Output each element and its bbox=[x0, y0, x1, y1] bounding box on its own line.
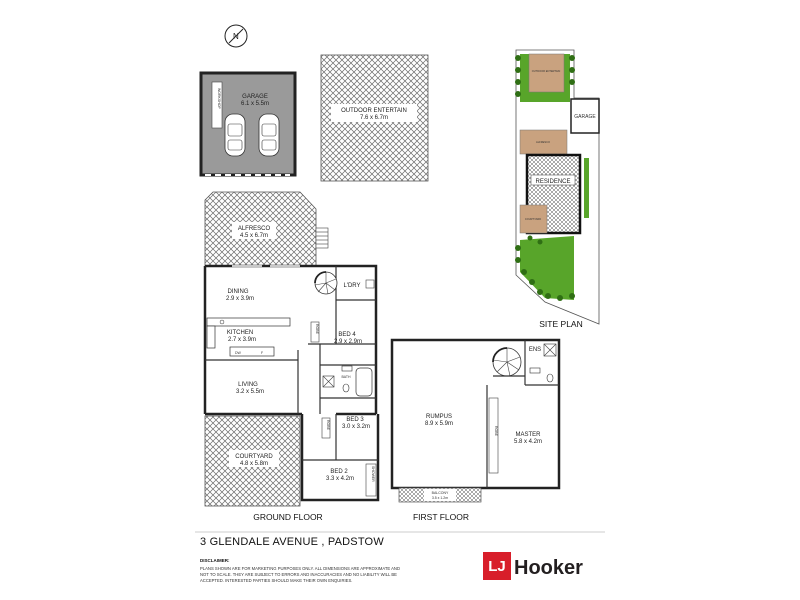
lj-hooker-logo: LJ Hooker bbox=[483, 552, 583, 580]
living-name: LIVING bbox=[238, 382, 258, 388]
outdoor-entertain: OUTDOOR ENTERTAIN 7.6 x 6.7m bbox=[320, 54, 429, 182]
site-garage: GARAGE bbox=[574, 114, 596, 120]
car-icon bbox=[224, 113, 246, 157]
dining-size: 2.9 x 3.9m bbox=[226, 296, 254, 302]
bathtub-icon bbox=[355, 367, 373, 397]
alfresco-name: ALFRESCO bbox=[238, 226, 271, 232]
bed3-name: BED 3 bbox=[346, 417, 364, 423]
courtyard-size: 4.8 x 5.8m bbox=[240, 461, 268, 467]
bath-name: BATH bbox=[341, 375, 351, 379]
master-robe-label: ROBE bbox=[494, 426, 498, 437]
dishwasher-label: DW bbox=[235, 351, 242, 355]
sink-icon bbox=[219, 319, 225, 325]
first-floor-title: FIRST FLOOR bbox=[413, 512, 469, 522]
disclaimer-heading: DISCLAIMER: bbox=[200, 558, 230, 563]
lawn-south bbox=[520, 236, 574, 300]
balcony-name: BALCONY bbox=[432, 491, 449, 495]
disclaimer-line-3: ACCEPTED. INTERESTED PARTIES SHOULD MAKE… bbox=[200, 578, 352, 583]
fridge-label: F bbox=[261, 351, 263, 355]
toilet-icon bbox=[546, 373, 554, 383]
site-outdoor-entertain: OUTDOOR ENTERTAIN bbox=[532, 69, 561, 73]
kitchen-size: 2.7 x 3.9m bbox=[228, 337, 256, 343]
garage-workshop-label: WORKSHOP bbox=[217, 88, 221, 109]
kitchen-benches: DW F bbox=[206, 317, 291, 357]
disclaimer-line-2: NOT TO SCALE. THEY ARE SUBJECT TO ERRORS… bbox=[200, 572, 397, 577]
ensuite-name: ENS bbox=[529, 347, 541, 353]
alfresco-size: 4.5 x 6.7m bbox=[240, 233, 268, 239]
logo-mark bbox=[483, 552, 511, 580]
car-icon bbox=[258, 113, 280, 157]
disclaimer: DISCLAIMER: PLANS SHOWN ARE FOR MARKETIN… bbox=[200, 558, 400, 583]
ground-floor-title: GROUND FLOOR bbox=[253, 512, 322, 522]
site-courtyard: COURTYARD bbox=[525, 217, 541, 221]
compass-label: N bbox=[233, 32, 239, 41]
vanity-icon bbox=[341, 365, 353, 372]
site-plan-title: SITE PLAN bbox=[539, 319, 582, 329]
spiral-staircase bbox=[314, 271, 338, 295]
property-address: 3 GLENDALE AVENUE , PADSTOW bbox=[200, 536, 384, 548]
bed3-size: 3.0 x 3.2m bbox=[342, 424, 370, 430]
spiral-staircase bbox=[492, 347, 522, 377]
bed3-robe-label: ROBE bbox=[326, 420, 330, 431]
logo-name: Hooker bbox=[514, 557, 583, 579]
master-name: MASTER bbox=[515, 432, 541, 438]
bed2-name: BED 2 bbox=[330, 469, 348, 475]
bed4-size: 2.9 x 2.9m bbox=[334, 339, 362, 345]
bed2-robe-label: SHOWER bbox=[371, 466, 375, 482]
laundry-tub-icon bbox=[365, 279, 375, 289]
disclaimer-line-1: PLANS SHOWN ARE FOR MARKETING PURPOSES O… bbox=[200, 566, 400, 571]
living-size: 3.2 x 5.5m bbox=[236, 389, 264, 395]
rumpus-size: 8.9 x 5.9m bbox=[425, 421, 453, 427]
laundry-name: L'DRY bbox=[343, 283, 360, 289]
bed4-name: BED 4 bbox=[338, 332, 356, 338]
outdoor-entertain-size: 7.6 x 6.7m bbox=[360, 115, 388, 121]
balcony-size: 3.5 x 1.2m bbox=[432, 496, 448, 500]
courtyard-name: COURTYARD bbox=[235, 454, 273, 460]
logo-mark-text: LJ bbox=[488, 558, 506, 575]
ground-floor: ALFRESCO 4.5 x 6.7m bbox=[203, 191, 380, 522]
first-floor: RUMPUS 8.9 x 5.9m ENS ROBE MASTER 5.8 x … bbox=[390, 338, 561, 522]
master-size: 5.8 x 4.2m bbox=[514, 439, 542, 445]
compass: N bbox=[224, 24, 248, 48]
site-residence: RESIDENCE bbox=[535, 179, 570, 185]
dining-name: DINING bbox=[228, 289, 249, 295]
bed2-size: 3.3 x 4.2m bbox=[326, 476, 354, 482]
kitchen-name: KITCHEN bbox=[227, 330, 253, 336]
garage-name: GARAGE bbox=[242, 94, 268, 100]
garage: WORKSHOP GARAGE 6.1 x 5.5m bbox=[199, 71, 297, 177]
site-plan: OUTDOOR ENTERTAIN GARAGE ALFRESCO RESIDE… bbox=[515, 49, 600, 329]
vanity-icon bbox=[529, 367, 541, 374]
outdoor-entertain-name: OUTDOOR ENTERTAIN bbox=[341, 108, 407, 114]
rumpus-name: RUMPUS bbox=[426, 414, 452, 420]
toilet-icon bbox=[342, 383, 350, 393]
site-alfresco: ALFRESCO bbox=[536, 140, 550, 144]
external-stairs bbox=[315, 227, 329, 249]
bed4-robe-label: ROBE bbox=[315, 324, 319, 335]
garage-size: 6.1 x 5.5m bbox=[241, 101, 269, 107]
